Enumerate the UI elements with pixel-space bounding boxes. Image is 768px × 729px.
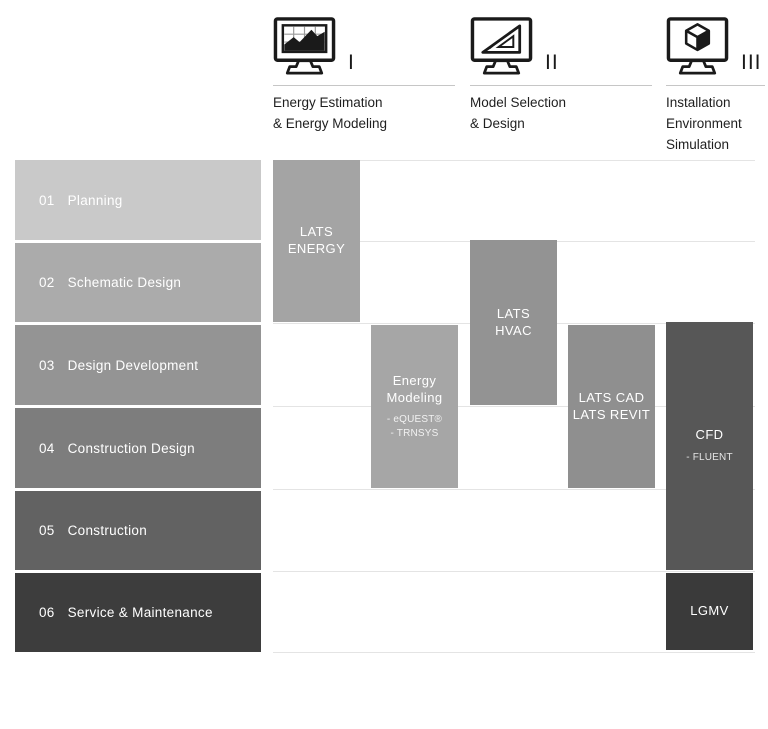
block-lats-energy: LATS ENERGY [273,160,360,322]
gridline [273,160,755,161]
header-icon-row: I [273,10,455,76]
header-icon-row: III [666,10,765,76]
phase-number: 01 [39,192,55,208]
block-title: LATS HVAC [495,305,532,338]
phase-row-construction: 05 Construction [15,491,261,570]
header-divider [273,85,455,86]
column-label: Model Selection & Design [470,95,567,131]
phase-label: Construction [67,523,148,538]
column-label: Installation Environment Simulation [666,95,742,152]
phase-number: 03 [39,357,55,373]
phase-row-service-maintenance: 06 Service & Maintenance [15,573,261,652]
block-title: LATS ENERGY [287,224,346,256]
phase-number: 02 [39,275,55,290]
gridline [273,652,755,653]
phase-label: Service & Maintenance [67,605,213,620]
block-energy-modeling: Energy Modeling - eQUEST® - TRNSYS [371,325,458,488]
block-title: Energy Modeling [386,372,443,405]
header-column-energy-estimation: I Energy Estimation & Energy Modeling [273,10,455,135]
block-sub-items: - eQUEST® - TRNSYS [386,414,443,439]
block-lats-cad-revit: LATS CAD LATS REVIT [568,325,655,488]
phase-row-construction-design: 04 Construction Design [15,408,261,488]
block-title: LGMV [690,603,729,619]
gridline [273,489,755,490]
header-column-model-selection: II Model Selection & Design [470,10,652,135]
phase-row-design-development: 03 Design Development [15,325,261,405]
block-sub-items: - FLUENT [686,452,733,464]
header-column-installation-simulation: III Installation Environment Simulation [666,10,765,156]
header-icon-row: II [470,10,652,76]
phase-number: 05 [39,523,55,538]
phase-number: 04 [39,440,55,456]
monitor-set-square-icon [470,16,533,76]
header-divider [470,85,652,86]
phase-row-schematic-design: 02 Schematic Design [15,243,261,322]
block-title: CFD [695,427,724,443]
phase-row-planning: 01 Planning [15,160,261,240]
phase-label: Design Development [67,357,199,373]
phase-number: 06 [39,605,55,620]
gridline [273,406,755,407]
header-divider [666,85,765,86]
phase-label: Planning [67,192,123,208]
block-cfd: CFD - FLUENT [666,322,753,570]
block-title: LATS CAD LATS REVIT [572,389,651,422]
phase-label: Construction Design [67,440,195,456]
block-lats-hvac: LATS HVAC [470,240,557,405]
column-numeral: III [741,51,762,74]
column-numeral: II [545,51,559,74]
block-lgmv: LGMV [666,573,753,650]
column-numeral: I [348,51,355,74]
monitor-cube-icon [666,16,729,76]
monitor-line-chart-icon [273,16,336,76]
phase-label: Schematic Design [67,275,182,290]
gridline [273,571,755,572]
column-label: Energy Estimation & Energy Modeling [273,95,388,131]
